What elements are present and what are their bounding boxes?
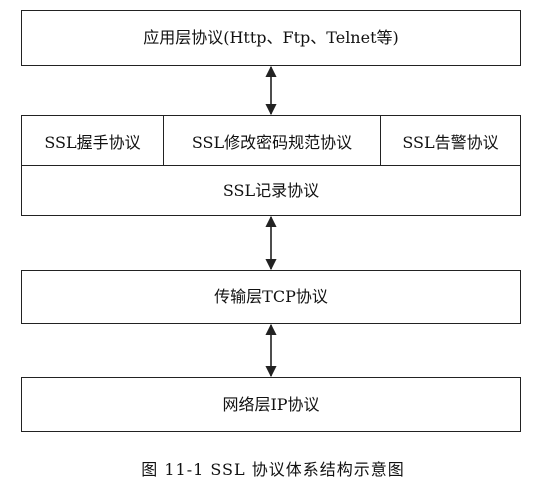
ssl-record-layer-box: SSL记录协议 [21,165,521,216]
network-layer-label: 网络层IP协议 [222,394,320,414]
ssl-alert-cell: SSL告警协议 [380,116,520,165]
ssl-change-cipher-cell: SSL修改密码规范协议 [163,116,380,165]
transport-layer-box: 传输层TCP协议 [21,270,521,324]
application-layer-box: 应用层协议(Http、Ftp、Telnet等) [21,10,521,66]
figure-caption: 图 11-1 SSL 协议体系结构示意图 [141,460,405,479]
ssl-handshake-label: SSL握手协议 [44,132,141,152]
ssl-subprotocols-row: SSL握手协议 SSL修改密码规范协议 SSL告警协议 [21,115,521,165]
ssl-change-cipher-label: SSL修改密码规范协议 [191,132,353,152]
ssl-handshake-cell: SSL握手协议 [22,116,163,165]
ssl-alert-label: SSL告警协议 [402,132,499,152]
application-layer-label: 应用层协议(Http、Ftp、Telnet等) [143,28,399,47]
transport-layer-label: 传输层TCP协议 [214,287,328,306]
network-layer-box: 网络层IP协议 [21,377,521,432]
ssl-record-layer-label: SSL记录协议 [222,180,320,200]
